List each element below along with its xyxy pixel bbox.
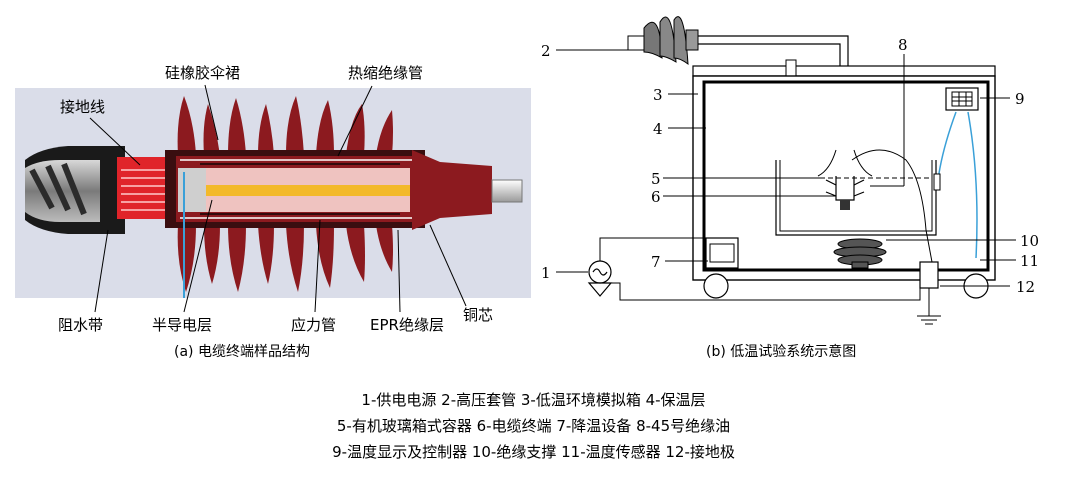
chamber-lid (692, 65, 996, 77)
conductor-tail (491, 179, 523, 203)
high-voltage-bushing (627, 16, 699, 66)
figure-a-leaders (89, 84, 467, 313)
number-7: 7 (651, 253, 661, 271)
semiconducting-block (178, 168, 208, 212)
label-stress-tube: 应力管 (291, 316, 336, 334)
number-6: 6 (651, 188, 661, 206)
number-2: 2 (541, 42, 551, 60)
cable-termination-figure: 硅橡胶伞裙 热缩绝缘管 接地线 阻水带 半导电层 应力管 EPR绝缘层 铜芯 (… (15, 64, 531, 360)
copper-core-bar (206, 185, 410, 196)
upper-sheds (177, 96, 393, 155)
label-copper-core: 铜芯 (463, 306, 493, 324)
legend-line-1: 1-供电电源 2-高压套管 3-低温环境模拟箱 4-保温层 (361, 391, 706, 409)
label-ground-wire: 接地线 (60, 98, 105, 116)
label-water-blocking-tape: 阻水带 (58, 316, 103, 334)
figure-a-caption: (a) 电缆终端样品结构 (174, 344, 310, 360)
termination-end-cap (412, 150, 492, 230)
earth-symbol (917, 315, 941, 325)
figure-b-leaders (556, 49, 1016, 287)
label-silicone-sheds: 硅橡胶伞裙 (165, 64, 240, 82)
insulation-layer (702, 80, 990, 272)
number-12: 12 (1016, 278, 1035, 296)
number-4: 4 (653, 120, 663, 138)
heat-shrink-lines (180, 159, 412, 219)
power-source (587, 260, 613, 297)
cooling-device (705, 237, 739, 269)
cable-termination-sample (817, 149, 873, 210)
number-9: 9 (1015, 90, 1025, 108)
figure-b-caption: (b) 低温试验系统示意图 (706, 343, 856, 360)
legend-line-2: 5-有机玻璃箱式容器 6-电缆终端 7-降温设备 8-45号绝缘油 (336, 417, 731, 435)
number-8: 8 (898, 36, 908, 54)
number-3: 3 (653, 86, 663, 104)
number-5: 5 (651, 170, 661, 188)
insulation-support (833, 238, 887, 269)
plexiglass-container (775, 160, 937, 236)
ground-terminal (919, 261, 939, 289)
label-epr-insulation: EPR绝缘层 (370, 316, 444, 334)
number-11: 11 (1020, 252, 1039, 270)
label-heat-shrink-tube: 热缩绝缘管 (348, 64, 423, 82)
number-10: 10 (1020, 232, 1039, 250)
lower-sheds (177, 225, 393, 292)
temperature-controller (945, 87, 979, 111)
label-semiconducting-layer: 半导电层 (152, 316, 212, 334)
heat-shrink-dark-lines (200, 163, 400, 215)
low-temperature-test-system: 2 3 4 5 6 7 8 9 10 11 12 1 (b) 低温试验系统示意图 (541, 16, 1039, 360)
cable-spiral (29, 162, 87, 216)
number-1: 1 (541, 264, 551, 282)
legend-line-3: 9-温度显示及控制器 10-绝缘支撑 11-温度传感器 12-接地极 (332, 443, 735, 461)
